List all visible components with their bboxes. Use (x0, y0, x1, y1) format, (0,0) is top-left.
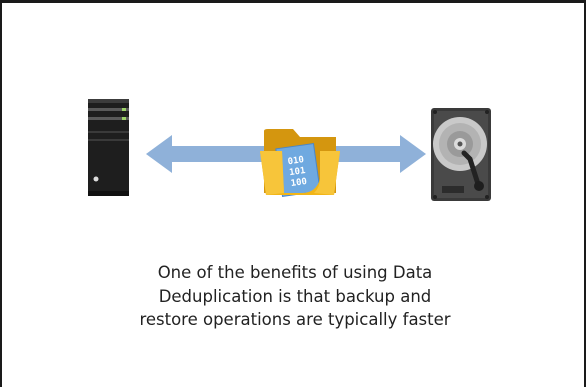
hard-disk-drive-icon (431, 108, 491, 201)
diagram-scene: 010 101 100 (88, 99, 491, 201)
binary-row-3: 100 (290, 177, 307, 189)
caption-line-3: restore operations are typically faster (139, 310, 451, 329)
binary-data-file-icon: 010 101 100 (275, 143, 321, 197)
server-tower-icon (88, 99, 129, 196)
binary-row-2: 101 (289, 166, 306, 178)
binary-row-1: 010 (287, 155, 304, 167)
caption-line-2: Deduplication is that backup and (158, 286, 432, 306)
folder-with-data-file-icon: 010 101 100 (260, 129, 340, 197)
caption-text: One of the benefits of using Data Dedupl… (95, 261, 495, 332)
caption-line-1: One of the benefits of using Data (157, 263, 433, 282)
